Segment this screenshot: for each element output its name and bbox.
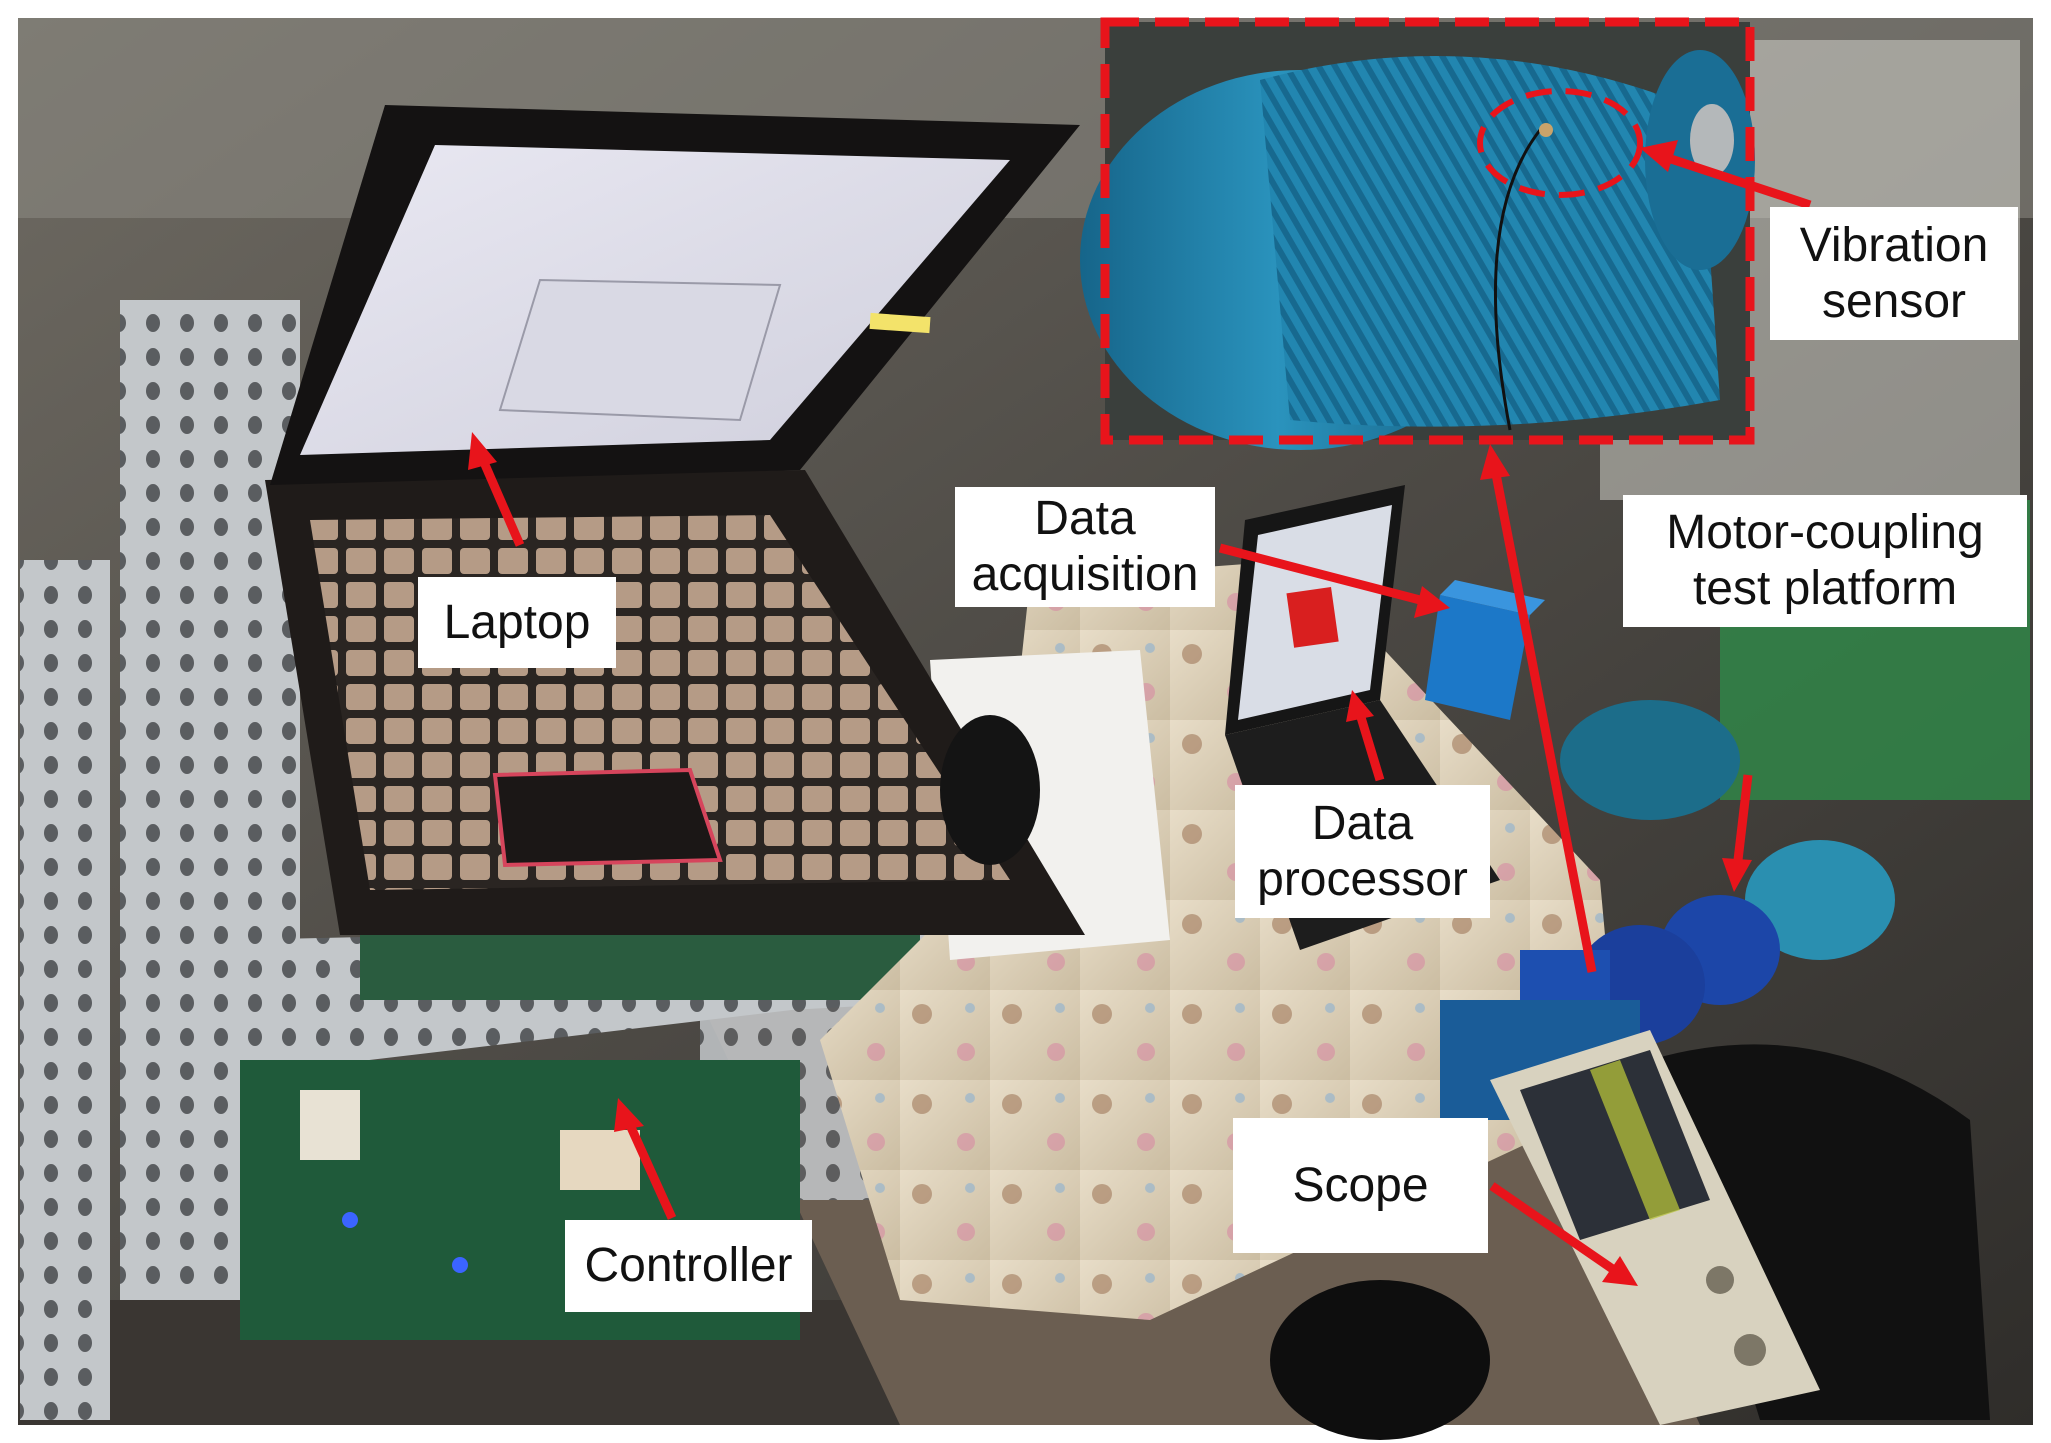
mouse bbox=[940, 715, 1040, 865]
oscilloscope bbox=[1490, 1030, 1820, 1425]
label-controller: Controller bbox=[565, 1220, 812, 1312]
label-laptop: Laptop bbox=[418, 577, 616, 668]
label-vibration-sensor: Vibration sensor bbox=[1770, 207, 2018, 340]
annotation-arrows bbox=[468, 140, 1812, 1286]
label-motor-coupling: Motor-coupling test platform bbox=[1623, 495, 2027, 627]
sensor-highlight-ellipse bbox=[1477, 88, 1643, 198]
label-data-processor: Data processor bbox=[1235, 785, 1490, 918]
label-scope: Scope bbox=[1233, 1118, 1488, 1253]
sensor-inset bbox=[1080, 22, 1755, 450]
label-data-acquisition: Data acquisition bbox=[955, 487, 1215, 607]
motor-platform bbox=[1440, 700, 1895, 1120]
inset-frame bbox=[1100, 17, 1755, 445]
